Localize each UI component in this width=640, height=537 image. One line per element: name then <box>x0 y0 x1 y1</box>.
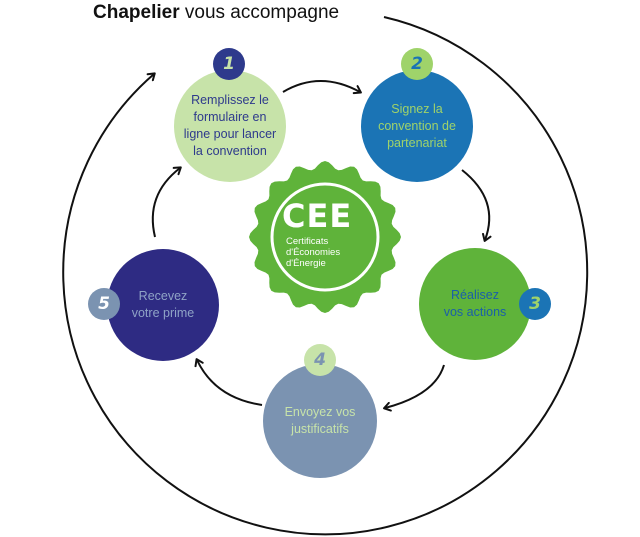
step-4-badge: 4 <box>304 344 336 376</box>
arrow-step5-to-step1 <box>151 166 182 238</box>
diagram-title: Chapelier vous accompagne <box>93 0 339 26</box>
step-1-badge: 1 <box>213 48 245 80</box>
step-5-number: 5 <box>98 294 110 314</box>
step-4-circle: Envoyez vos justificatifs <box>263 364 377 478</box>
step-3-text: Réalisez vos actions <box>443 288 507 319</box>
step-5-badge: 5 <box>88 288 120 320</box>
cee-acronym: CEE <box>282 197 353 235</box>
arrow-step1-to-step2 <box>282 80 362 95</box>
outer-cycle-arrow <box>62 16 589 536</box>
step-2-badge: 2 <box>401 48 433 80</box>
step-1-number: 1 <box>223 54 235 74</box>
arrow-step3-to-step4 <box>383 364 445 412</box>
step-1-text: Remplissez le formulaire en ligne pour l… <box>183 93 277 158</box>
title-brand: Chapelier <box>93 2 180 23</box>
step-4-number: 4 <box>314 350 326 370</box>
arrow-step4-to-step5 <box>194 358 263 406</box>
arrow-step2-to-step3 <box>461 169 492 242</box>
step-5-circle: Recevez votre prime <box>107 249 219 361</box>
cee-subtitle: Certificats d'Économies d'Énergie <box>286 236 341 269</box>
step-2-number: 2 <box>411 54 423 74</box>
cee-seal-label: CEE Certificats d'Économies d'Énergie <box>282 199 392 269</box>
step-5-text: Recevez votre prime <box>131 289 195 320</box>
step-2-text: Signez la convention de partenariat <box>378 101 456 150</box>
step-2-circle: Signez la convention de partenariat <box>361 70 473 182</box>
step-1-circle: Remplissez le formulaire en ligne pour l… <box>174 70 286 182</box>
step-3-badge: 3 <box>519 288 551 320</box>
cee-seal <box>249 161 401 313</box>
title-rest: vous accompagne <box>184 2 340 23</box>
step-3-number: 3 <box>529 294 541 314</box>
step-4-text: Envoyez vos justificatifs <box>284 405 356 436</box>
step-3-circle: Réalisez vos actions <box>419 248 531 360</box>
